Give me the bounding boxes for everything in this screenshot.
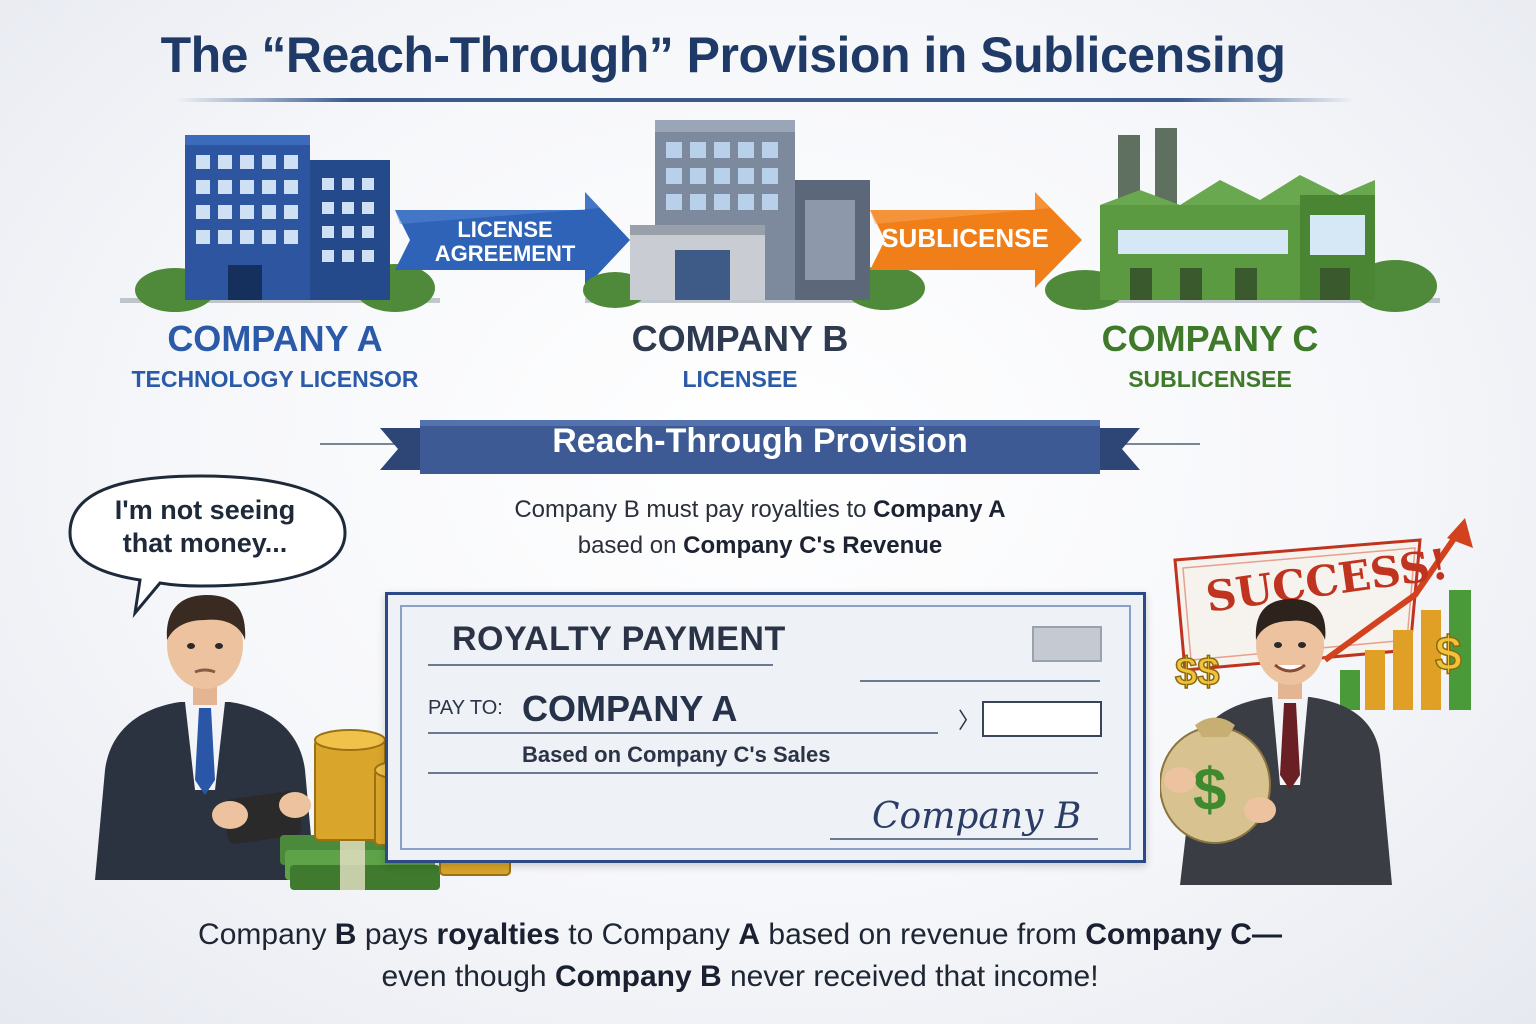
- pay-to-label: PAY TO:: [428, 697, 503, 719]
- svg-text:$$: $$: [1175, 650, 1220, 694]
- provision-description: Company B must pay royalties to Company …: [514, 496, 1006, 559]
- title-divider: [175, 98, 1355, 102]
- footer-summary: Company B pays royalties to Company A ba…: [198, 918, 1282, 993]
- sublicense-arrow-icon: [870, 192, 1082, 288]
- payee-line: [428, 732, 938, 734]
- check-date-line: [860, 680, 1100, 682]
- check-title: ROYALTY PAYMENT: [452, 620, 786, 658]
- company-a-name: COMPANY A: [167, 318, 383, 359]
- company-b-building-icon: [583, 120, 925, 310]
- check-title-line: [428, 664, 773, 666]
- page-title: The “Reach-Through” Provision in Sublice…: [160, 27, 1286, 83]
- svg-text:$: $: [1193, 756, 1226, 823]
- check-number-box: [1032, 626, 1102, 662]
- memo-line: [428, 772, 1098, 774]
- license-agreement-label: LICENSE AGREEMENT: [434, 217, 576, 266]
- company-b-name: COMPANY B: [631, 318, 849, 359]
- reach-through-banner: [320, 420, 1200, 474]
- signature-line: [830, 838, 1098, 840]
- payee-name: COMPANY A: [522, 688, 738, 729]
- company-b-role: LICENSEE: [682, 366, 798, 392]
- amount-bracket-icon: 〉: [958, 708, 981, 733]
- company-flow-illustration: [120, 120, 1440, 312]
- speech-bubble-text: I'm not seeing that money...: [114, 495, 296, 558]
- sublicense-label: SUBLICENSE: [881, 223, 1049, 253]
- happy-businessman-icon: $: [1160, 599, 1392, 885]
- svg-text:$: $: [1435, 628, 1462, 681]
- company-a-role: TECHNOLOGY LICENSOR: [131, 366, 419, 392]
- amount-box: [982, 701, 1102, 737]
- company-c-role: SUBLICENSEE: [1128, 366, 1292, 392]
- speech-bubble: [68, 474, 347, 618]
- license-agreement-arrow-icon: [395, 192, 630, 288]
- company-c-factory-icon: [1045, 128, 1437, 312]
- worried-businessman-icon: [95, 595, 315, 880]
- check-memo: Based on Company C's Sales: [522, 742, 831, 767]
- company-c-name: COMPANY C: [1101, 318, 1319, 359]
- company-a-building-icon: [135, 135, 435, 312]
- check-signature: Company B: [872, 796, 1082, 837]
- reach-through-banner-title: Reach-Through Provision: [552, 422, 968, 460]
